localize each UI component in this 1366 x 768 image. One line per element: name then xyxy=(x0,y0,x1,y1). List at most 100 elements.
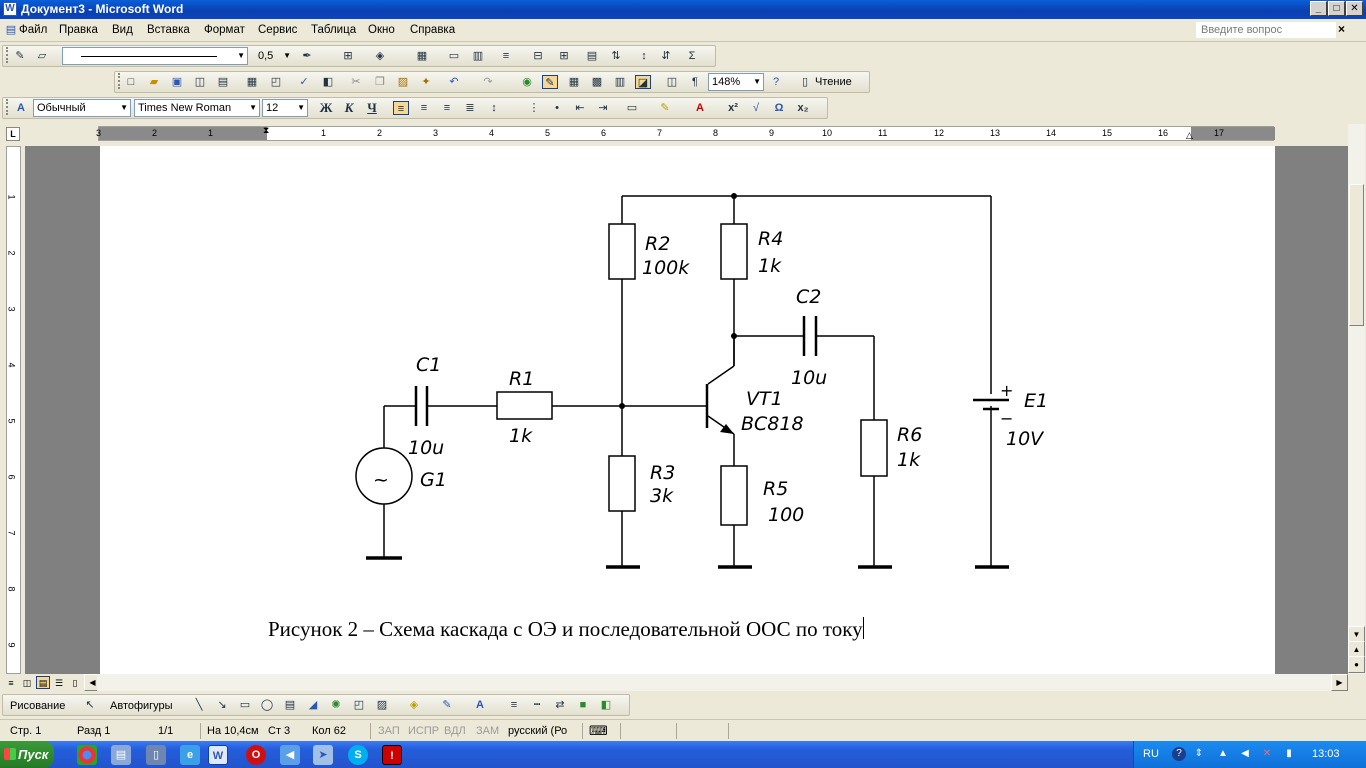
shading-icon[interactable]: ◈ xyxy=(375,50,385,62)
subscript-icon[interactable]: x₂ xyxy=(797,102,809,114)
menu-help[interactable]: Справка xyxy=(410,24,456,36)
align-left-icon[interactable]: ≡ xyxy=(393,101,409,115)
network-icon[interactable]: ✕ xyxy=(1262,748,1272,759)
zoom-select[interactable]: 148%▼ xyxy=(708,73,764,91)
tray-help-icon[interactable]: ? xyxy=(1172,747,1186,761)
tray-expand-icon[interactable]: ⇕ xyxy=(1194,748,1204,759)
document-page[interactable]: C1 10u R1 1k ~ G1 R2 100k R3 3k R4 1k R5… xyxy=(100,146,1275,674)
print-layout-icon[interactable]: ▤ xyxy=(36,676,50,689)
textbox-tool-icon[interactable]: ▤ xyxy=(284,699,296,711)
tables-borders-icon[interactable]: ✎ xyxy=(542,75,558,89)
distribute-rows-icon[interactable]: ⊟ xyxy=(533,50,543,62)
research-icon[interactable]: ◧ xyxy=(322,76,334,88)
spelling-icon[interactable]: ✓ xyxy=(299,76,309,88)
language-indicator[interactable]: RU xyxy=(1143,748,1159,760)
maximize-button[interactable]: □ xyxy=(1328,1,1345,16)
save-icon[interactable]: ▣ xyxy=(171,76,183,88)
menu-table[interactable]: Таблица xyxy=(311,24,357,36)
clock[interactable]: 13:03 xyxy=(1312,748,1340,760)
chrome-icon[interactable] xyxy=(77,745,97,765)
select-objects-icon[interactable]: ↖ xyxy=(85,699,95,711)
hyperlink-icon[interactable]: ◉ xyxy=(522,76,532,88)
undo-icon[interactable]: ↶ xyxy=(449,76,459,88)
font-select[interactable]: Times New Roman▼ xyxy=(134,99,260,117)
menu-edit[interactable]: Правка xyxy=(59,24,98,36)
eraser-icon[interactable]: ▱ xyxy=(37,50,47,62)
clipart-icon[interactable]: ◰ xyxy=(353,699,365,711)
merge-cells-icon[interactable]: ▭ xyxy=(448,50,460,62)
menu-insert[interactable]: Вставка xyxy=(147,24,190,36)
line-spacing-icon[interactable]: ↕ xyxy=(491,102,497,114)
vertical-ruler[interactable]: 1 2 3 4 5 6 7 8 9 xyxy=(6,146,21,674)
help-icon[interactable]: ? xyxy=(772,76,780,88)
distribute-columns-icon[interactable]: ⊞ xyxy=(559,50,569,62)
font-size-select[interactable]: 12▼ xyxy=(262,99,308,117)
symbol-omega-icon[interactable]: Ω xyxy=(774,102,784,114)
status-record[interactable]: ЗАП xyxy=(378,725,400,737)
paste-icon[interactable]: ▨ xyxy=(397,76,409,88)
line-tool-icon[interactable]: ╲ xyxy=(195,699,203,711)
document-map-icon[interactable]: ◫ xyxy=(666,76,678,88)
outside-border-icon[interactable]: ▭ xyxy=(626,102,638,114)
bullets-icon[interactable]: • xyxy=(555,102,559,114)
sort-desc-icon[interactable]: ⇵ xyxy=(661,50,671,62)
status-extend[interactable]: ВДЛ xyxy=(444,725,466,737)
menu-view[interactable]: Вид xyxy=(112,24,133,36)
new-document-icon[interactable]: □ xyxy=(127,76,135,88)
arrow-style-icon[interactable]: ⇄ xyxy=(555,699,565,711)
insert-table-std-icon[interactable]: ▦ xyxy=(568,76,580,88)
wordart-icon[interactable]: ◢ xyxy=(308,699,318,711)
align-icon[interactable]: ≡ xyxy=(502,50,510,62)
drawing-toggle-icon[interactable]: ◪ xyxy=(635,75,651,89)
select-browse-object-button[interactable]: ● xyxy=(1348,656,1365,673)
permission-icon[interactable]: ◫ xyxy=(194,76,206,88)
minimize-button[interactable]: _ xyxy=(1310,1,1327,16)
autoshapes-button[interactable]: Автофигуры xyxy=(110,700,173,712)
right-indent-marker[interactable]: △ xyxy=(1186,130,1193,140)
vertical-scroll-thumb[interactable] xyxy=(1349,184,1364,326)
menu-tools[interactable]: Сервис xyxy=(258,24,298,36)
reading-view-icon[interactable]: ▯ xyxy=(72,678,78,688)
show-hide-icon[interactable]: ¶ xyxy=(692,76,698,88)
drawing-menu-button[interactable]: Рисование xyxy=(10,700,66,712)
line-weight-select[interactable]: 0,5▼ xyxy=(258,50,291,62)
autosum-icon[interactable]: Σ xyxy=(688,50,696,62)
insert-table-icon[interactable]: ▦ xyxy=(416,50,428,62)
equation-icon[interactable]: √ xyxy=(752,102,760,114)
spelling-status-icon[interactable]: ⌨ xyxy=(589,723,608,738)
calculator-icon[interactable]: ▤ xyxy=(111,745,131,765)
menu-window[interactable]: Окно xyxy=(368,24,395,36)
status-page[interactable]: Стр. 1 xyxy=(10,725,42,737)
numbering-icon[interactable]: ⋮ xyxy=(528,102,540,114)
web-view-icon[interactable]: ◫ xyxy=(22,678,32,688)
line-style-select[interactable]: ▼ xyxy=(62,47,248,65)
redo-icon[interactable]: ↷ xyxy=(483,76,493,88)
rectangle-tool-icon[interactable]: ▭ xyxy=(239,699,251,711)
draw-table-icon[interactable]: ✎ xyxy=(15,50,25,62)
increase-indent-icon[interactable]: ⇥ xyxy=(598,102,608,114)
line-style-icon[interactable]: ≡ xyxy=(510,699,518,711)
menu-file[interactable]: Файл xyxy=(19,24,48,36)
outline-view-icon[interactable]: ☰ xyxy=(54,678,64,688)
styles-pane-icon[interactable]: A xyxy=(17,102,25,114)
3d-icon[interactable]: ◧ xyxy=(600,699,612,711)
oval-tool-icon[interactable]: ◯ xyxy=(260,699,274,711)
autoformat-icon[interactable]: ▤ xyxy=(586,50,598,62)
underline-button[interactable]: Ч xyxy=(367,100,377,115)
volume-icon[interactable]: ◀ xyxy=(1241,748,1249,759)
border-color-icon[interactable]: ✒ xyxy=(302,50,312,62)
bold-button[interactable]: Ж xyxy=(319,100,333,115)
scroll-right-button[interactable]: ▶ xyxy=(1331,674,1348,691)
decrease-indent-icon[interactable]: ⇤ xyxy=(575,102,585,114)
app-task-icon[interactable]: ! xyxy=(382,745,402,765)
sort-icon[interactable]: ↕ xyxy=(641,50,647,62)
close-button[interactable]: ✕ xyxy=(1346,1,1363,16)
help-search-input[interactable]: Введите вопрос xyxy=(1196,22,1336,38)
horizontal-ruler[interactable]: 3 2 1 1 2 3 4 5 6 7 8 9 10 11 12 13 14 1… xyxy=(96,125,1275,141)
draw-font-color-icon[interactable]: A xyxy=(476,699,484,711)
status-track-changes[interactable]: ИСПР xyxy=(408,725,440,737)
battery-icon[interactable]: ▮ xyxy=(1286,748,1292,759)
figure-caption[interactable]: Рисунок 2 – Схема каскада с ОЭ и последо… xyxy=(268,617,864,641)
split-cells-icon[interactable]: ▥ xyxy=(472,50,484,62)
line-color-icon[interactable]: ✎ xyxy=(442,699,452,711)
